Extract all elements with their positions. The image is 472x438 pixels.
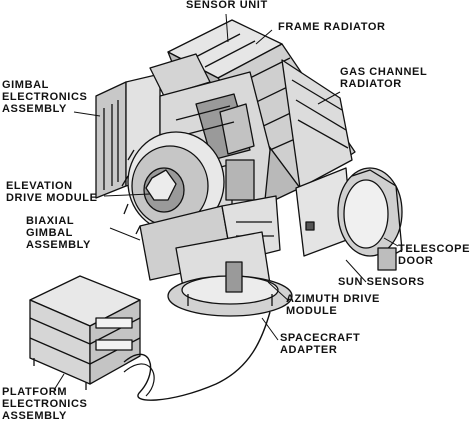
azimuth-adapter-drawing (167, 231, 293, 317)
label-azimuth-drive-module: AZIMUTH DRIVE MODULE (286, 293, 380, 317)
platform-electronics-drawing (29, 275, 141, 390)
label-platform-electronics-assembly: PLATFORM ELECTRONICS ASSEMBLY (2, 386, 88, 422)
interconnect-cable (123, 311, 271, 401)
label-sensor-unit: SENSOR UNIT (186, 0, 268, 11)
telescope-door-drawing (295, 167, 403, 271)
label-gimbal-electronics-assembly: GIMBAL ELECTRONICS ASSEMBLY (2, 79, 88, 115)
label-spacecraft-adapter: SPACECRAFT ADAPTER (280, 332, 361, 356)
leader-lines (53, 13, 399, 391)
elevation-drive-drawing (121, 131, 225, 235)
label-frame-radiator: FRAME RADIATOR (278, 21, 386, 33)
label-biaxial-gimbal-assembly: BIAXIAL GIMBAL ASSEMBLY (26, 215, 91, 251)
label-gas-channel-radiator: GAS CHANNEL RADIATOR (340, 66, 428, 90)
gas-channel-radiator-drawing (281, 59, 353, 189)
label-elevation-drive-module: ELEVATION DRIVE MODULE (6, 180, 98, 204)
label-telescope-door: TELESCOPE DOOR (398, 243, 471, 267)
label-sun-sensors: SUN SENSORS (338, 276, 425, 288)
